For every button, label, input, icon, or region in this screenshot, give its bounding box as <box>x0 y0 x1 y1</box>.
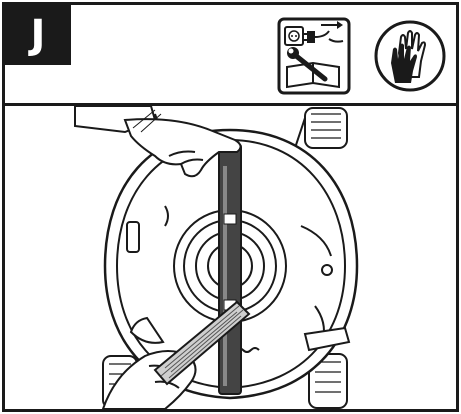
panel-header: J <box>5 5 456 106</box>
safety-gloves-icon <box>373 19 447 93</box>
unplug-read-manual-icon <box>277 17 351 95</box>
step-letter-badge: J <box>5 5 71 65</box>
mower-blade-sharpening-illustration <box>5 106 456 409</box>
